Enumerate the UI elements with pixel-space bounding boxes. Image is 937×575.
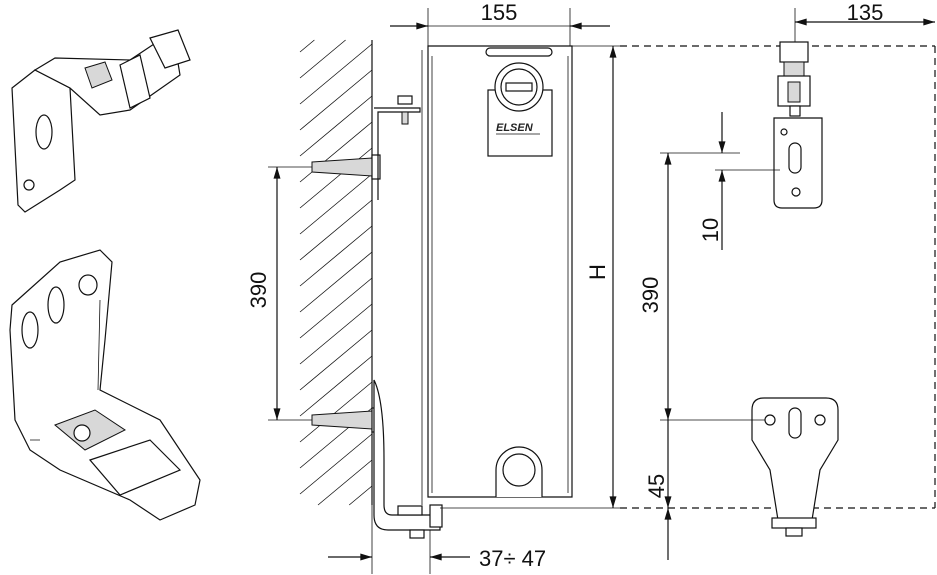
front-bottom-bracket — [751, 397, 839, 537]
hatch-line — [317, 459, 373, 506]
hatch-line — [299, 225, 373, 287]
top-connection-plug — [494, 62, 544, 112]
side-top-bracket — [374, 95, 421, 200]
dimension-bracket-offset: 135 — [794, 0, 935, 46]
width-label: 155 — [481, 0, 518, 25]
hatch-line — [299, 303, 373, 365]
wall-plug-top — [268, 154, 381, 180]
hatch-line — [299, 147, 373, 209]
hatch-line — [299, 251, 373, 313]
hatch-line — [299, 69, 373, 131]
dimension-slot: 10 — [698, 112, 780, 250]
side-bottom-bracket — [373, 379, 443, 539]
dimension-bottom-offset: 45 — [644, 420, 672, 560]
radiator-side-view: ELSEN — [421, 45, 573, 505]
hatch-line — [299, 173, 373, 235]
hatch-line — [299, 381, 373, 443]
hatch-line — [299, 355, 373, 417]
wall-section — [299, 39, 373, 506]
bracket-spacing-right-label: 390 — [638, 277, 663, 314]
hatch-line — [299, 277, 373, 339]
wall-gap-label: 37÷ 47 — [479, 546, 546, 571]
hatch-line — [299, 95, 373, 157]
dimension-bracket-spacing-right: 390 — [638, 152, 765, 421]
bracket-offset-label: 135 — [847, 0, 884, 25]
slot-label: 10 — [698, 218, 723, 242]
dimension-height: H — [440, 45, 620, 509]
bottom-offset-label: 45 — [644, 474, 669, 498]
hatch-line — [299, 39, 315, 53]
dimension-wall-gap: 37÷ 47 — [328, 505, 546, 574]
bottom-bracket-illustration — [9, 249, 201, 521]
top-bracket-illustration — [11, 29, 191, 213]
dimension-bracket-spacing-left: 390 — [246, 167, 281, 421]
hatch-line — [299, 329, 373, 391]
dimension-width: 155 — [390, 0, 610, 46]
bracket-spacing-left-label: 390 — [246, 272, 271, 309]
hatch-line — [299, 39, 346, 79]
brand-label-plate — [487, 89, 553, 157]
hatch-line — [299, 433, 373, 495]
hatch-line — [299, 43, 373, 105]
height-label: H — [585, 264, 610, 280]
hatch-line — [299, 199, 373, 261]
front-top-bracket — [773, 41, 823, 209]
wall-plug-bottom — [268, 407, 381, 433]
bottom-connection-pipe — [495, 446, 543, 497]
hatch-line — [348, 485, 373, 506]
brand-logo: ELSEN — [496, 122, 534, 134]
